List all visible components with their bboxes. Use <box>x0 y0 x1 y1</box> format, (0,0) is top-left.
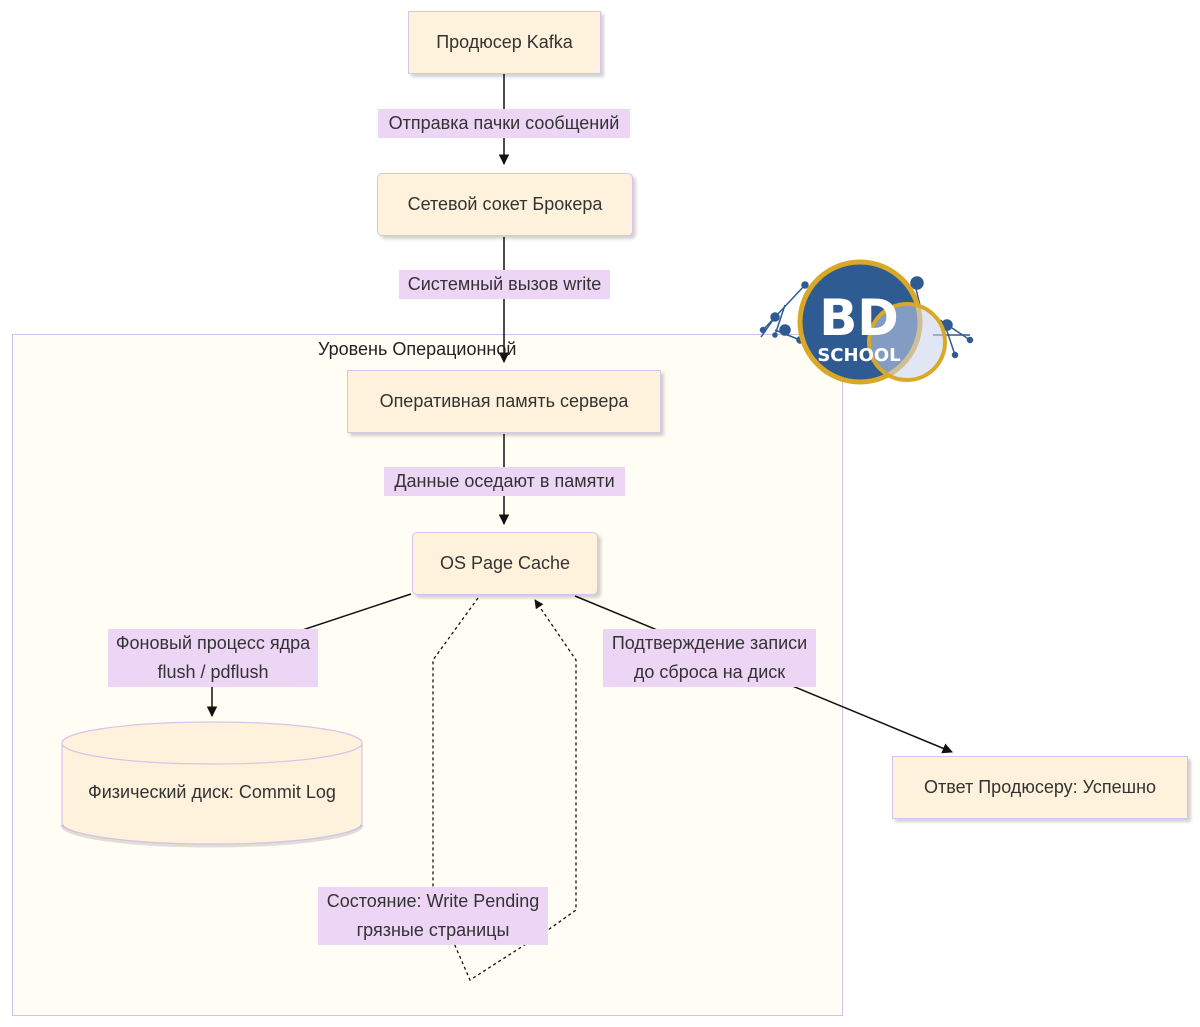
edge-label-kernel-flush-line2: flush / pdflush <box>157 662 269 682</box>
node-broker-socket: Сетевой сокет Брокера <box>377 173 633 236</box>
edge-label-send-batch-text: Отправка пачки сообщений <box>388 113 620 133</box>
edge-label-kernel-flush-line1: Фоновый процесс ядра <box>115 633 311 653</box>
node-page-cache: OS Page Cache <box>412 532 598 595</box>
node-producer-response: Ответ Продюсеру: Успешно <box>892 756 1188 819</box>
edge-label-write-syscall: Системный вызов write <box>399 270 610 299</box>
logo-text-school: SCHOOL <box>817 345 900 366</box>
edge-label-write-syscall-text: Системный вызов write <box>407 274 602 294</box>
node-page-cache-label: OS Page Cache <box>439 553 571 573</box>
edge-label-data-settles: Данные оседают в памяти <box>384 467 625 496</box>
edge-label-send-batch: Отправка пачки сообщений <box>378 109 630 138</box>
edge-label-ack-line2: до сброса на диск <box>633 662 786 682</box>
node-producer: Продюсер Kafka <box>408 11 601 74</box>
node-disk-label: Физический диск: Commit Log <box>88 782 336 802</box>
edge-label-kernel-flush: Фоновый процесс ядра flush / pdflush <box>108 629 318 687</box>
edge-label-write-pending-line2: грязные страницы <box>356 920 510 940</box>
node-producer-label: Продюсер Kafka <box>436 32 573 52</box>
edge-label-ack-before-flush: Подтверждение записи до сброса на диск <box>603 629 816 687</box>
edge-label-data-settles-text: Данные оседают в памяти <box>394 471 615 491</box>
bd-school-logo: BD SCHOOL <box>759 259 974 385</box>
node-server-ram: Оперативная память сервера <box>347 370 661 433</box>
node-producer-response-label: Ответ Продюсеру: Успешно <box>923 777 1157 797</box>
edge-cache-self-loop <box>432 597 577 981</box>
edge-label-write-pending-line1: Состояние: Write Pending <box>326 891 540 911</box>
node-broker-socket-label: Сетевой сокет Брокера <box>407 194 603 214</box>
edge-label-write-pending: Состояние: Write Pending грязные страниц… <box>318 887 548 945</box>
edge-label-ack-line1: Подтверждение записи <box>611 633 808 653</box>
node-disk-cylinder <box>60 721 364 848</box>
node-server-ram-label: Оперативная память сервера <box>379 391 629 411</box>
logo-text-bd: BD <box>819 289 899 347</box>
cluster-title: Уровень Операционной <box>318 339 517 359</box>
